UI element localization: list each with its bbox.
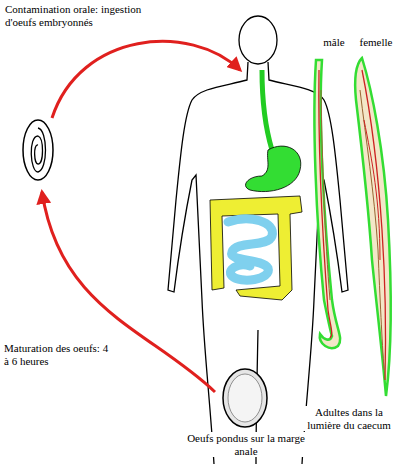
male-worm [314,60,340,348]
cycle-arrow [52,41,240,118]
digestive-tract [210,70,302,300]
female-worm [355,58,391,396]
laid-egg [223,369,267,427]
worm-label: femelle [354,36,398,49]
ingestion-note: Contamination orale: ingestion d'oeufs e… [4,3,166,28]
embryonated-egg [23,120,53,180]
worm-label: mâle [318,36,350,49]
maturation-note: Maturation des oeufs: 4 à 6 heures [3,342,115,367]
eggs-note: Oeufs pondus sur la marge anale [180,432,312,457]
human-silhouette [168,16,348,464]
adults-note: Adultes dans la lumière du caecum [300,406,398,431]
